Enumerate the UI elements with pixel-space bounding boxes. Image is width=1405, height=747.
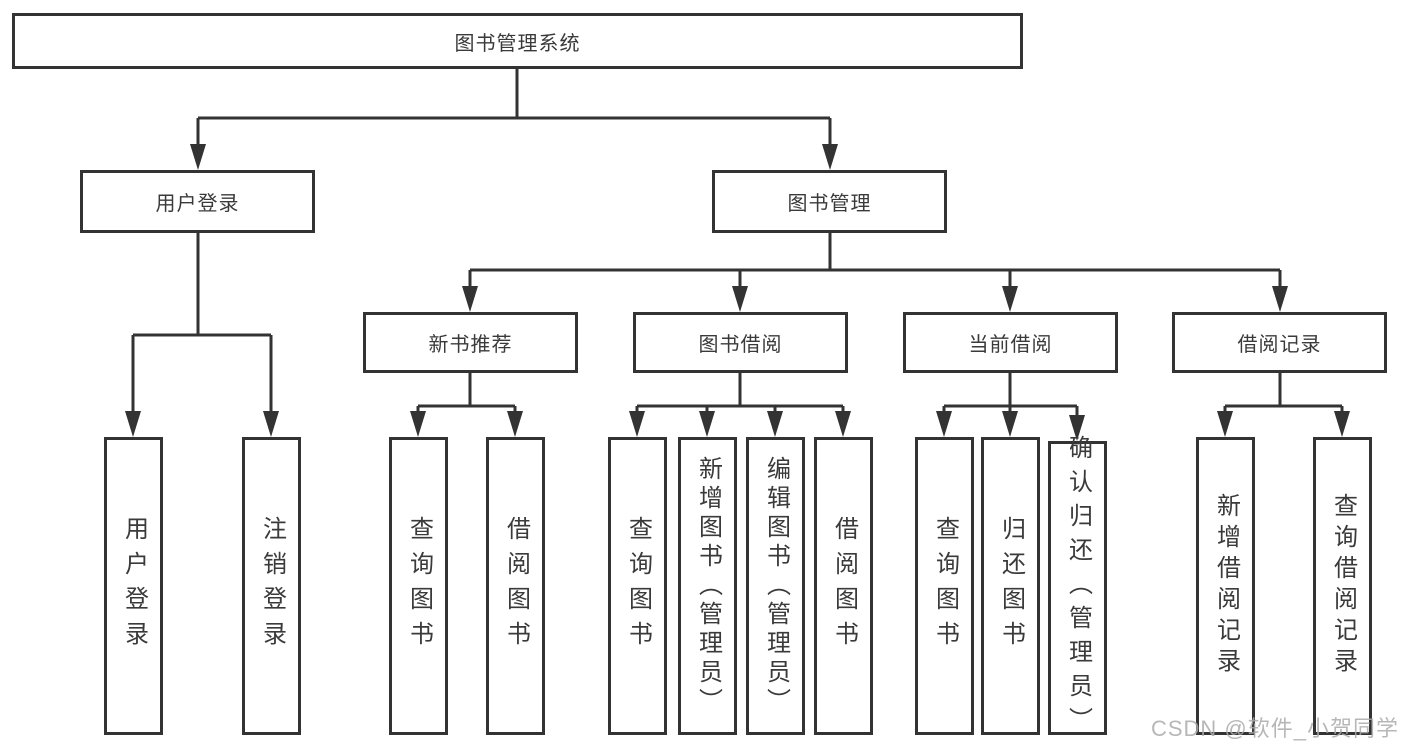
- node-label: 图书借阅: [698, 334, 783, 356]
- node-current-borrowing: 当前借阅: [903, 312, 1118, 373]
- node-label: 新书推荐: [428, 334, 513, 356]
- leaf-borrow-books-recommend: 借阅图书: [486, 437, 545, 735]
- csdn-watermark: CSDN @软件_小贺同学: [1150, 716, 1399, 741]
- node-label: 新增借阅记录: [1212, 493, 1240, 679]
- leaf-add-book-admin: 新增图书（管理员）: [678, 437, 737, 735]
- node-borrowing-records: 借阅记录: [1172, 312, 1387, 373]
- node-label: 查询借阅记录: [1329, 493, 1357, 679]
- node-label: 用户登录: [155, 193, 240, 215]
- node-label: 注销登录: [258, 516, 286, 656]
- node-label: 归还图书: [997, 516, 1025, 656]
- node-book-management: 图书管理: [712, 170, 947, 233]
- leaf-user-login: 用户登录: [104, 437, 163, 735]
- leaf-query-books-borrow: 查询图书: [608, 437, 667, 735]
- node-library-management-system: 图书管理系统: [12, 13, 1023, 69]
- connector-root-to-level2: [196, 69, 832, 146]
- node-label: 查询图书: [931, 516, 959, 656]
- connector-book-mgmt-children: [468, 233, 1282, 288]
- connector-new-book-rec-children: [416, 373, 517, 413]
- node-user-login: 用户登录: [80, 170, 315, 233]
- node-label: 借阅图书: [502, 516, 530, 656]
- node-label: 查询图书: [405, 516, 433, 656]
- node-label: 编辑图书（管理员）: [762, 455, 790, 717]
- node-label: 查询图书: [624, 516, 652, 656]
- leaf-return-book: 归还图书: [981, 437, 1040, 735]
- connector-book-borrow-children: [635, 373, 845, 413]
- node-book-borrowing: 图书借阅: [633, 312, 848, 373]
- node-label: 图书管理: [787, 193, 872, 215]
- leaf-logout: 注销登录: [242, 437, 301, 735]
- node-label: 确认归还（管理员）: [1064, 435, 1092, 741]
- connector-borrow-records-children: [1223, 373, 1344, 413]
- leaf-edit-book-admin: 编辑图书（管理员）: [746, 437, 805, 735]
- node-label: 新增图书（管理员）: [694, 455, 722, 717]
- node-label: 图书管理系统: [454, 32, 581, 55]
- leaf-borrow-books: 借阅图书: [814, 437, 873, 735]
- leaf-confirm-return-admin: 确认归还（管理员）: [1048, 435, 1107, 741]
- node-new-book-recommend: 新书推荐: [363, 312, 578, 373]
- node-label: 借阅记录: [1237, 334, 1322, 356]
- leaf-query-books-current: 查询图书: [915, 437, 974, 735]
- node-label: 借阅图书: [830, 516, 858, 656]
- leaf-add-borrow-record: 新增借阅记录: [1196, 437, 1255, 735]
- connector-user-login-children: [131, 233, 273, 413]
- node-label: 当前借阅: [968, 334, 1053, 356]
- leaf-query-books-recommend: 查询图书: [389, 437, 448, 735]
- leaf-query-borrow-record: 查询借阅记录: [1313, 437, 1372, 735]
- connector-current-borrow-children: [942, 373, 1079, 417]
- node-label: 用户登录: [120, 516, 148, 656]
